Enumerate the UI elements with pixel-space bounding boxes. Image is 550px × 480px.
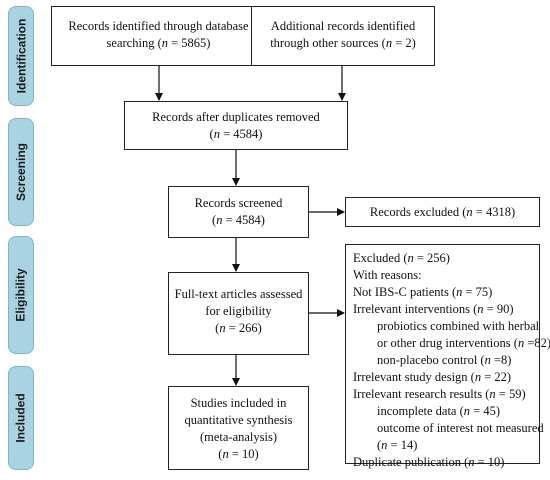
box-line: quantitative synthesis (184, 413, 293, 427)
screened-box: Records screened (n = 4584) (168, 186, 309, 238)
phase-label: Screening (14, 142, 28, 202)
other-records-box: Additional records identified through ot… (251, 6, 435, 66)
box-line: for eligibility (205, 304, 272, 318)
excluded-reason-line: Excluded (n = 256) (353, 251, 450, 265)
excluded-reason-line: With reasons: (353, 268, 422, 282)
box-line: (n = 4584) (212, 213, 265, 227)
box-line: Records excluded (n = 4318) (369, 205, 516, 219)
phase-identification: Identification (8, 6, 34, 106)
included-studies-box: Studies included in quantitative synthes… (168, 386, 309, 470)
excluded-reason-line: Not IBS-C patients (n = 75) (353, 285, 493, 299)
after-duplicates-box: Records after duplicates removed (n = 45… (124, 101, 348, 150)
box-line: Additional records identified (270, 19, 416, 33)
excluded-reason-line: Irrelevant study design (n = 22) (353, 370, 512, 384)
excluded-reason-line: non-placebo control (n =8) (377, 353, 512, 367)
full-text-box: Full-text articles assessed for eligibil… (168, 272, 309, 355)
excluded-reason-line: Duplicate publication (n = 10) (353, 455, 505, 469)
phase-included: Included (8, 366, 34, 470)
excluded-full-text-box: Excluded (n = 256) With reasons: Not IBS-C… (345, 244, 550, 469)
excluded-reason-line: or other drug interventions (n =82) (377, 336, 550, 350)
phase-label: Eligibility (14, 268, 28, 322)
box-line: (n = 4584) (209, 127, 263, 141)
box-line: Records after duplicates removed (152, 110, 320, 124)
excluded-reason-line: probiotics combined with herbal (377, 319, 540, 333)
box-line: Records identified through database (68, 19, 249, 33)
database-records-box: Records identified through database sear… (51, 6, 266, 66)
phase-screening: Screening (8, 118, 34, 226)
box-line: (n = 10) (218, 447, 259, 461)
excluded-reason-line: outcome of interest not measured (377, 421, 544, 435)
excluded-reason-line: incomplete data (n = 45) (377, 404, 500, 418)
excluded-reason-line: (n = 14) (377, 438, 418, 452)
phase-label: Identification (14, 18, 29, 94)
box-line: Records screened (194, 196, 283, 210)
excluded-reason-line: Irrelevant interventions (n = 90) (353, 302, 514, 316)
phase-eligibility: Eligibility (8, 236, 34, 354)
box-line: through other sources (n = 2) (270, 36, 416, 50)
box-line: Studies included in (190, 396, 287, 410)
box-line: (meta-analysis) (199, 430, 278, 444)
excluded-records-box: Records excluded (n = 4318) (345, 197, 540, 227)
box-line: (n = 266) (215, 321, 262, 335)
excluded-reasons-list: Excluded (n = 256) With reasons: Not IBS-C… (353, 250, 550, 471)
phase-label: Included (14, 393, 28, 443)
excluded-reason-line: Irrelevant research results (n = 59) (353, 387, 526, 401)
box-line: Full-text articles assessed (174, 287, 303, 301)
box-line: searching (n = 5865) (106, 36, 211, 50)
